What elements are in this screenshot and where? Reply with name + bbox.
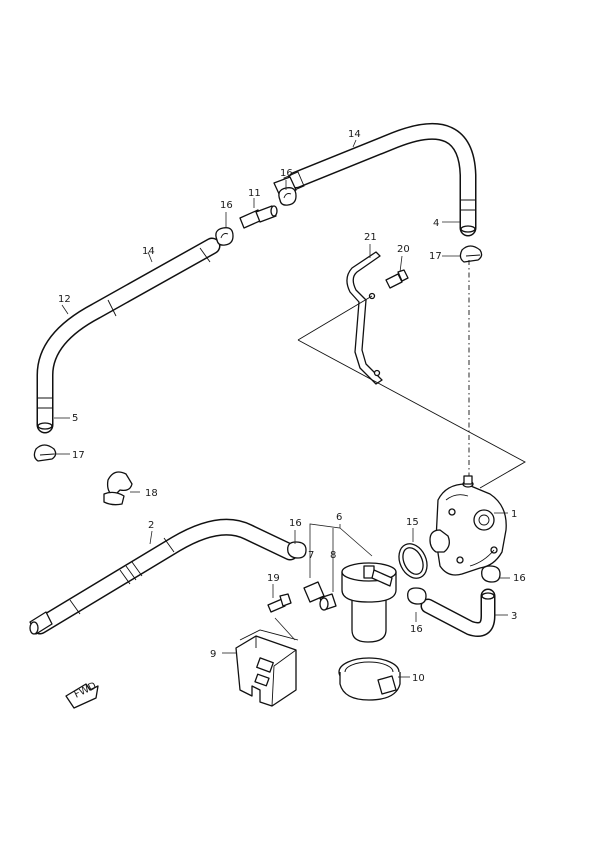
callout-numbers: 14 16 11 16 4 21 20 17 14 12 5 17 18 1 6… — [58, 129, 526, 684]
bolt-19[interactable] — [267, 593, 292, 613]
clip-16-upper-left[interactable] — [215, 227, 234, 246]
callout-16-hose-2: 16 — [289, 518, 302, 529]
clip-16-hose-2[interactable] — [287, 541, 307, 559]
callout-21: 21 — [364, 232, 377, 243]
assembly-outline — [297, 295, 526, 489]
clip-17-left[interactable] — [33, 444, 57, 462]
hose-2[interactable] — [29, 518, 299, 635]
fuel-pump-1[interactable] — [429, 475, 507, 576]
o-ring-15[interactable] — [394, 539, 433, 583]
callout-17-right: 17 — [429, 251, 442, 262]
callout-19: 19 — [267, 573, 280, 584]
callout-20: 20 — [397, 244, 410, 255]
callout-14: 14 — [142, 246, 155, 257]
callout-1: 1 — [511, 509, 517, 520]
callout-2: 2 — [148, 520, 154, 531]
callout-9: 9 — [210, 649, 216, 660]
leader-lines — [54, 139, 510, 678]
joint-fitting-11[interactable] — [239, 205, 278, 229]
callout-6: 6 — [336, 512, 342, 523]
callout-3: 3 — [511, 611, 517, 622]
callout-18: 18 — [145, 488, 158, 499]
hose-14-12[interactable] — [36, 237, 221, 434]
clip-17-right[interactable] — [459, 245, 483, 263]
callout-8: 8 — [330, 550, 336, 561]
callout-11: 11 — [248, 188, 261, 199]
callout-16-top-right: 16 — [280, 168, 293, 179]
hose-13[interactable] — [273, 122, 477, 237]
callout-13: 14 — [348, 129, 361, 140]
fwd-arrow-icon: FWD — [65, 680, 99, 709]
bracket-9[interactable] — [235, 629, 299, 707]
hose-3[interactable] — [420, 588, 496, 637]
callout-4: 4 — [433, 218, 439, 229]
callout-7: 7 — [308, 550, 314, 561]
clip-16-pump-right[interactable] — [481, 565, 501, 583]
callout-10: 10 — [412, 673, 425, 684]
plug-8[interactable] — [319, 593, 337, 611]
callout-17-left: 17 — [72, 450, 85, 461]
callout-16-pump-lower: 16 — [410, 624, 423, 635]
clip-18[interactable] — [103, 471, 133, 506]
clamp-10[interactable] — [338, 657, 401, 701]
callout-12: 12 — [58, 294, 71, 305]
callout-16-pump-right: 16 — [513, 573, 526, 584]
callout-16-top-left: 16 — [220, 200, 233, 211]
bracket-21[interactable] — [346, 251, 383, 385]
callout-15: 15 — [406, 517, 419, 528]
fuel-filter-6[interactable] — [341, 562, 397, 643]
callout-5: 5 — [72, 413, 78, 424]
bolt-20[interactable] — [385, 269, 409, 289]
clip-16-upper-right[interactable] — [278, 187, 297, 206]
clip-16-pump-lower[interactable] — [407, 587, 427, 605]
